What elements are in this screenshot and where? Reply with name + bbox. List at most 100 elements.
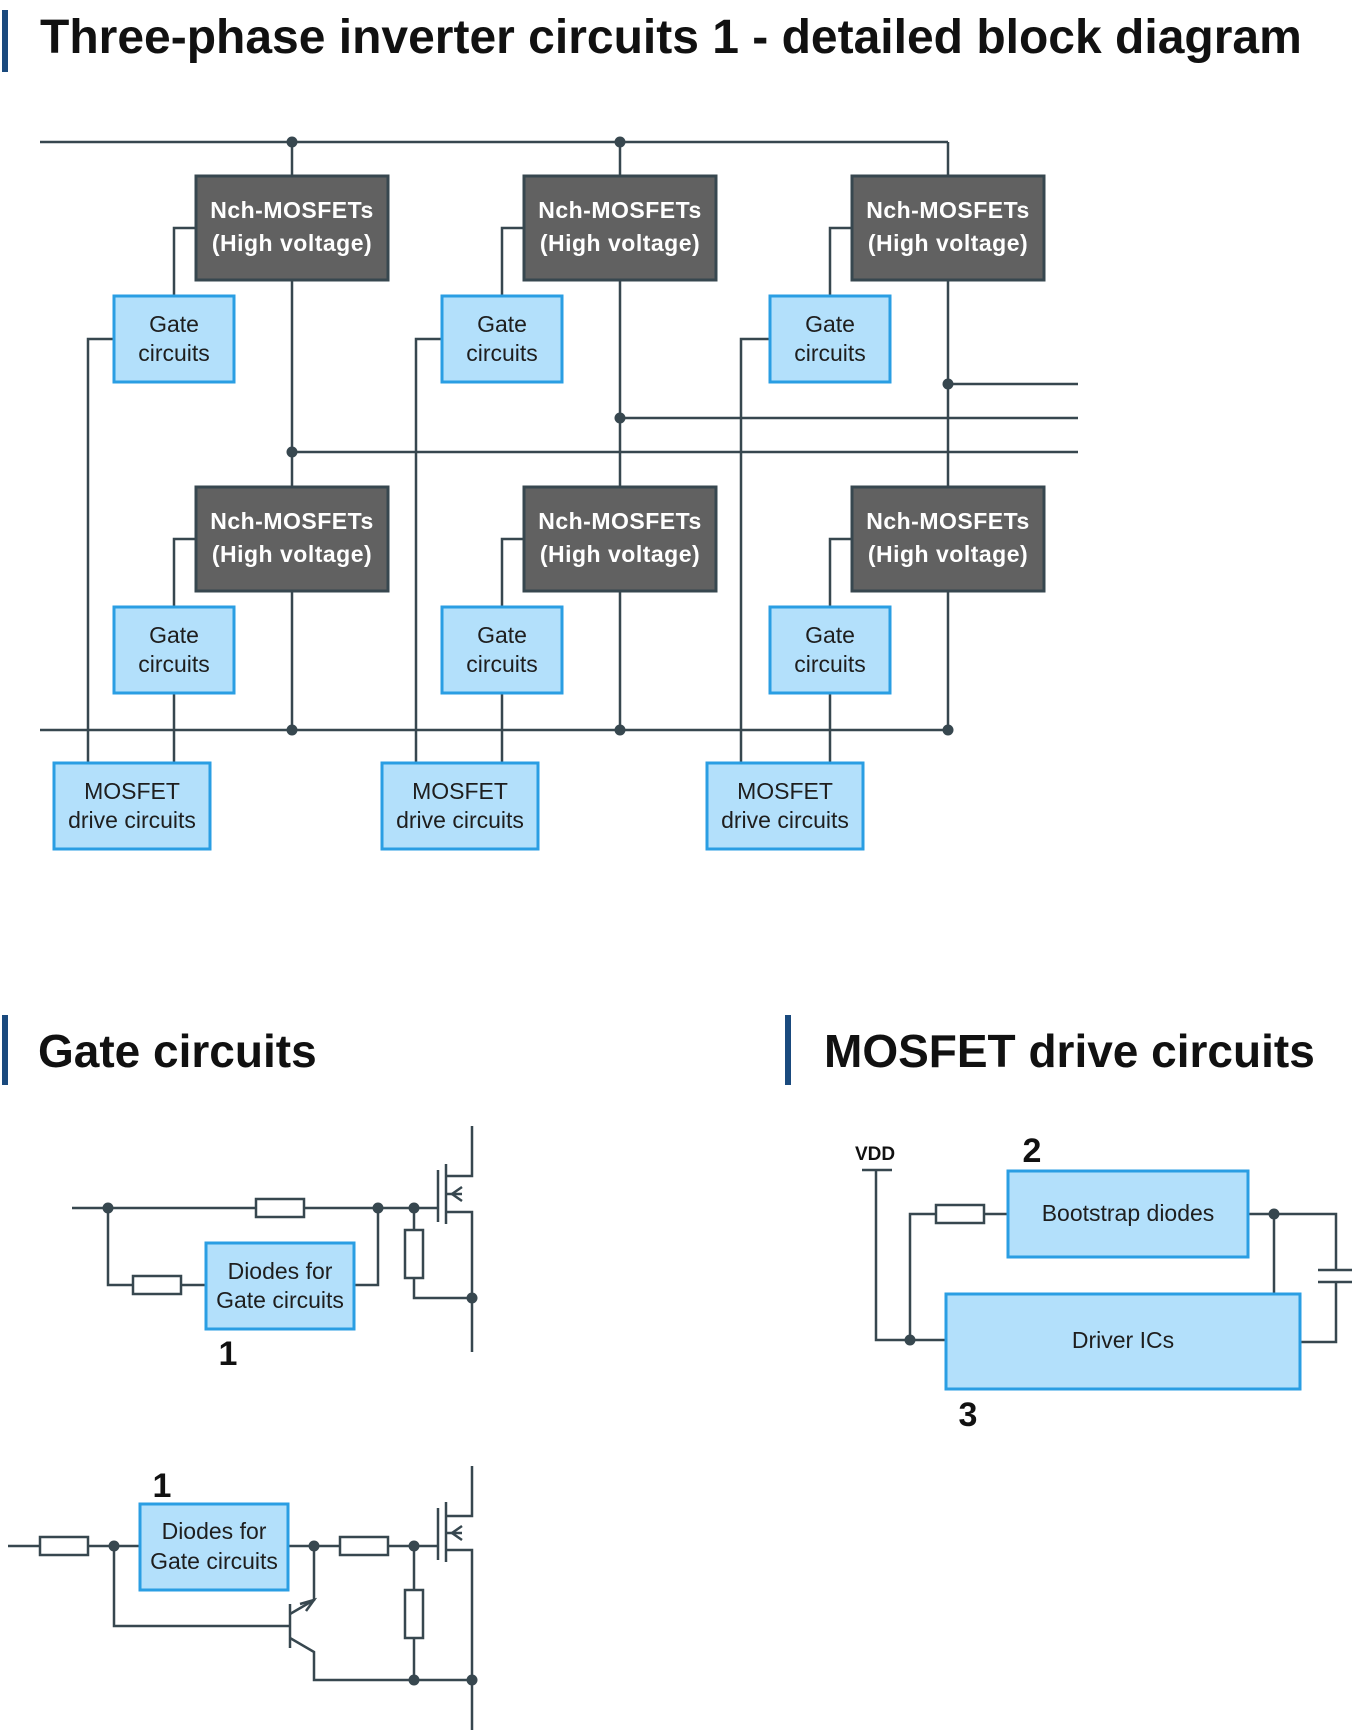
mosfet-v-low bbox=[522, 485, 718, 593]
gate-link-u-low bbox=[172, 537, 196, 607]
bus-junction-dot bbox=[286, 724, 298, 736]
gate-circuit-u-low bbox=[112, 605, 236, 695]
drive-label-line2: drive circuits bbox=[721, 807, 849, 833]
gate-label-line1: Gate bbox=[805, 622, 855, 648]
gate-link-u-high bbox=[172, 226, 196, 296]
gate-label-line2: circuits bbox=[794, 340, 866, 366]
gate-link-w-low bbox=[828, 537, 852, 607]
gate-label-line2: circuits bbox=[138, 340, 210, 366]
output-junction-dot bbox=[614, 412, 626, 424]
mosfet-drive-title: MOSFET drive circuits bbox=[824, 1025, 1315, 1077]
drive-title-accent-bar bbox=[785, 1015, 791, 1085]
drive-high-link-v bbox=[414, 337, 442, 763]
gate-label-line1: Gate bbox=[149, 311, 199, 337]
mosfet-label-line2: (High voltage) bbox=[212, 541, 372, 567]
gate-label-line2: circuits bbox=[466, 651, 538, 677]
bootstrap-label: Bootstrap diodes bbox=[1042, 1200, 1215, 1226]
bus-junction-dot bbox=[614, 724, 626, 736]
junction-dot bbox=[408, 1674, 420, 1686]
mosfet-u-high bbox=[194, 174, 390, 282]
gate-label-line1: Gate bbox=[805, 311, 855, 337]
gate-circuit-v-high bbox=[440, 294, 564, 384]
gate-label-line2: circuits bbox=[794, 651, 866, 677]
gate-link-w-high bbox=[828, 226, 852, 296]
gate-label-line1: Gate bbox=[477, 311, 527, 337]
gate1-diode-label-line2: Gate circuits bbox=[216, 1287, 344, 1313]
gate-link-v-high bbox=[500, 226, 524, 296]
bus-junction-dot bbox=[286, 136, 298, 148]
mosfet-source bbox=[446, 1210, 474, 1352]
driver-ic-box bbox=[944, 1292, 1302, 1391]
mosfet-label-line1: Nch-MOSFETs bbox=[210, 508, 374, 534]
gate-circuits-title: Gate circuits bbox=[38, 1025, 317, 1077]
title-accent-bar bbox=[2, 10, 8, 72]
junction-dot bbox=[308, 1540, 320, 1552]
resistor-icon bbox=[254, 1197, 306, 1219]
drive-high-link-u bbox=[86, 337, 114, 763]
gate1-number-label: 1 bbox=[219, 1335, 238, 1373]
mosfet-label-line2: (High voltage) bbox=[868, 230, 1028, 256]
mosfet-drain bbox=[446, 1126, 474, 1178]
output-junction-dot bbox=[942, 378, 954, 390]
gate-label-line1: Gate bbox=[477, 622, 527, 648]
mosfet-label-line1: Nch-MOSFETs bbox=[210, 197, 374, 223]
mosfet-label-line1: Nch-MOSFETs bbox=[538, 508, 702, 534]
gate-link-v-low bbox=[500, 537, 524, 607]
driver-number-label: 3 bbox=[959, 1396, 978, 1434]
junction-dot bbox=[372, 1202, 384, 1214]
mosfet-arrow-icon bbox=[449, 1185, 463, 1203]
gate-circuit-v-low bbox=[440, 605, 564, 695]
bootstrap-out-wire bbox=[1248, 1212, 1338, 1270]
mosfet-label-line1: Nch-MOSFETs bbox=[866, 508, 1030, 534]
resistor-icon bbox=[338, 1535, 390, 1557]
transistor-emitter bbox=[289, 1636, 472, 1682]
resistor-icon bbox=[934, 1203, 986, 1225]
drive-label-line2: drive circuits bbox=[396, 807, 524, 833]
mosfet-arrow-icon bbox=[449, 1524, 463, 1542]
resistor-icon bbox=[403, 1228, 425, 1280]
gate-label-line2: circuits bbox=[466, 340, 538, 366]
junction-dot bbox=[108, 1540, 120, 1552]
bus-junction-dot bbox=[942, 724, 954, 736]
drive-label-line1: MOSFET bbox=[412, 778, 508, 804]
mosfet-v-high bbox=[522, 174, 718, 282]
vdd-supply-wire bbox=[874, 1170, 946, 1342]
gate-circuit-u-high bbox=[112, 294, 236, 384]
gate-circuit-w-low bbox=[768, 605, 892, 695]
drive-label-line2: drive circuits bbox=[68, 807, 196, 833]
resistor-icon bbox=[38, 1535, 90, 1557]
drive-label-line1: MOSFET bbox=[737, 778, 833, 804]
junction-dot bbox=[102, 1202, 114, 1214]
drive-circuit-u bbox=[52, 761, 212, 851]
junction-dot bbox=[1268, 1208, 1280, 1220]
gate1-diode-label-line1: Diodes for bbox=[228, 1258, 333, 1284]
resistor-icon bbox=[131, 1274, 183, 1296]
gate2-diode-label-line1: Diodes for bbox=[162, 1518, 267, 1544]
drive-circuit-w bbox=[705, 761, 865, 851]
junction-dot bbox=[408, 1202, 420, 1214]
mosfet-label-line2: (High voltage) bbox=[540, 541, 700, 567]
bootstrap-number-label: 2 bbox=[1023, 1132, 1042, 1170]
drive-circuit-v bbox=[380, 761, 540, 851]
mosfet-label-line1: Nch-MOSFETs bbox=[538, 197, 702, 223]
gate1-lower-wire bbox=[106, 1208, 206, 1287]
gate1-return-wire bbox=[354, 1208, 380, 1287]
driver-ic-label: Driver ICs bbox=[1072, 1327, 1174, 1353]
gate-label-line1: Gate bbox=[149, 622, 199, 648]
junction-dot bbox=[904, 1334, 916, 1346]
output-junction-dot bbox=[286, 446, 298, 458]
gate2-diode-label-line2: Gate circuits bbox=[150, 1548, 278, 1574]
mosfet-source bbox=[446, 1548, 474, 1730]
gate1-shunt-bottom bbox=[412, 1278, 472, 1300]
junction-dot bbox=[466, 1292, 478, 1304]
gate1-diode-box bbox=[204, 1241, 356, 1331]
mosfet-w-low bbox=[850, 485, 1046, 593]
gate-title-accent-bar bbox=[2, 1015, 8, 1085]
mosfet-label-line1: Nch-MOSFETs bbox=[866, 197, 1030, 223]
gate-circuit-w-high bbox=[768, 294, 892, 384]
gate2-base-wire bbox=[112, 1546, 290, 1628]
drive-label-line1: MOSFET bbox=[84, 778, 180, 804]
mosfet-drain bbox=[446, 1466, 474, 1518]
mosfet-w-high bbox=[850, 174, 1046, 282]
